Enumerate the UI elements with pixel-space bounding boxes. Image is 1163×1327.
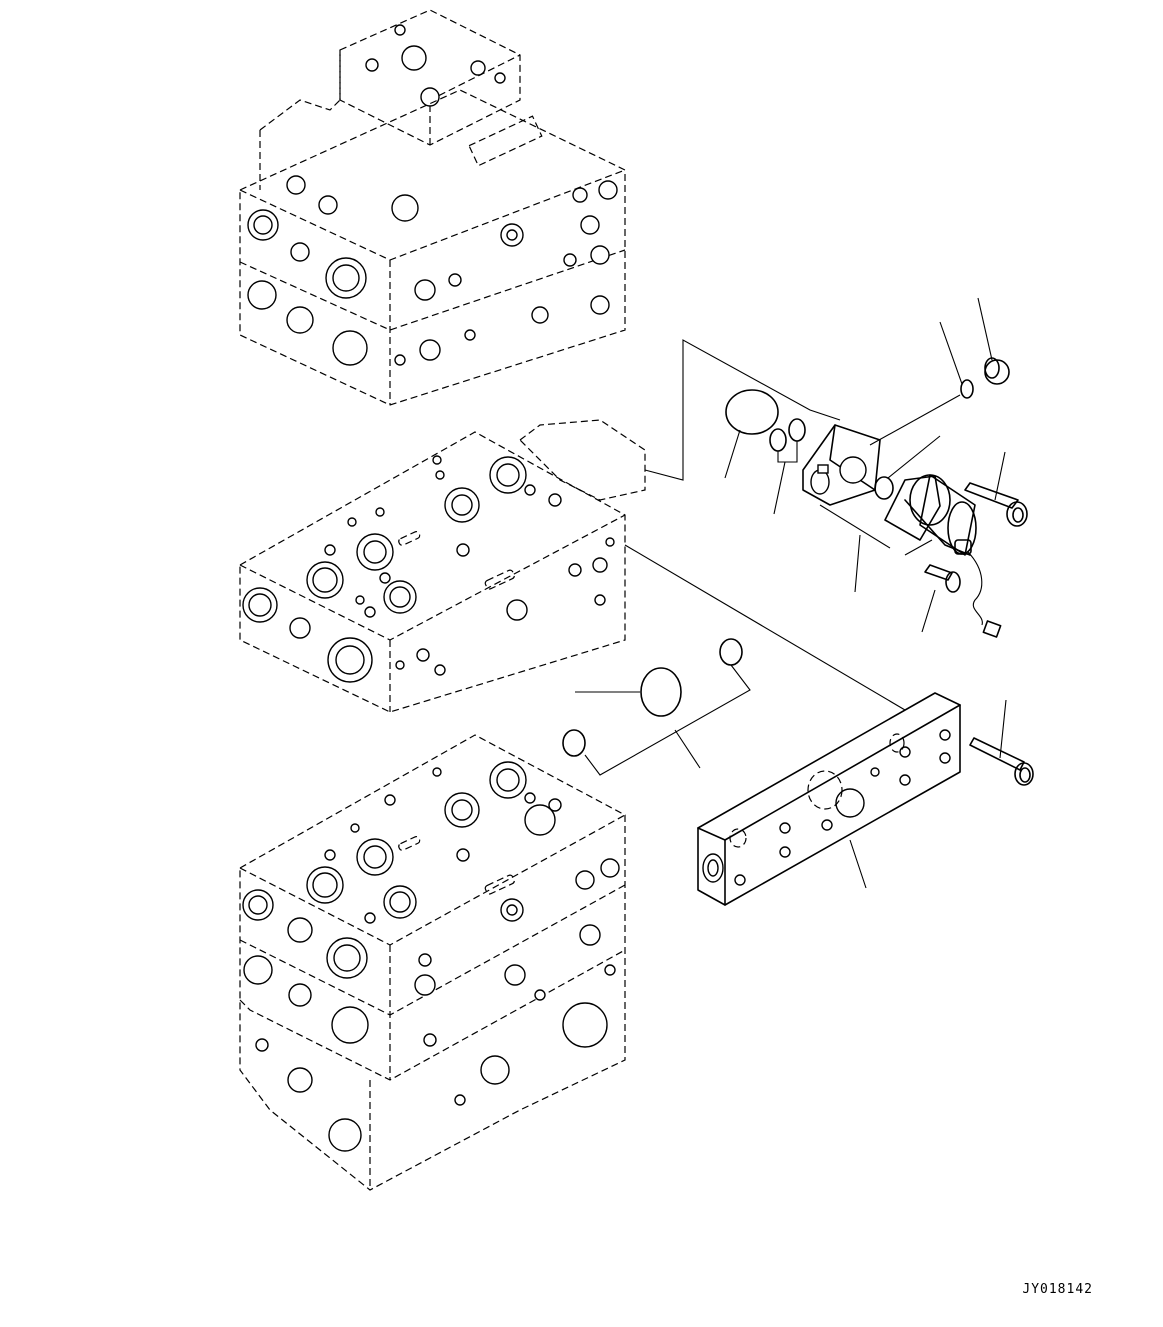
- plug-icon: [977, 297, 1010, 385]
- small-o-ring: [769, 428, 787, 452]
- plate-bolt-icon: [969, 699, 1034, 786]
- small-o-ring: [788, 418, 806, 442]
- drawing-reference-code: JY018142: [1022, 1282, 1093, 1297]
- upper-valve-section: [239, 9, 626, 406]
- solenoid-assembly: [644, 297, 1028, 638]
- solenoid-coil-icon: [884, 474, 1002, 638]
- manifold-plate: [624, 544, 1034, 906]
- small-ball: [960, 379, 974, 399]
- o-ring-set: [562, 638, 751, 776]
- screw-icon: [921, 564, 961, 633]
- lower-valve-section: [239, 734, 626, 1191]
- middle-valve-section: [239, 419, 646, 713]
- seal-ring: [725, 389, 779, 435]
- o-ring: [874, 476, 894, 500]
- bolt-icon: [964, 451, 1028, 527]
